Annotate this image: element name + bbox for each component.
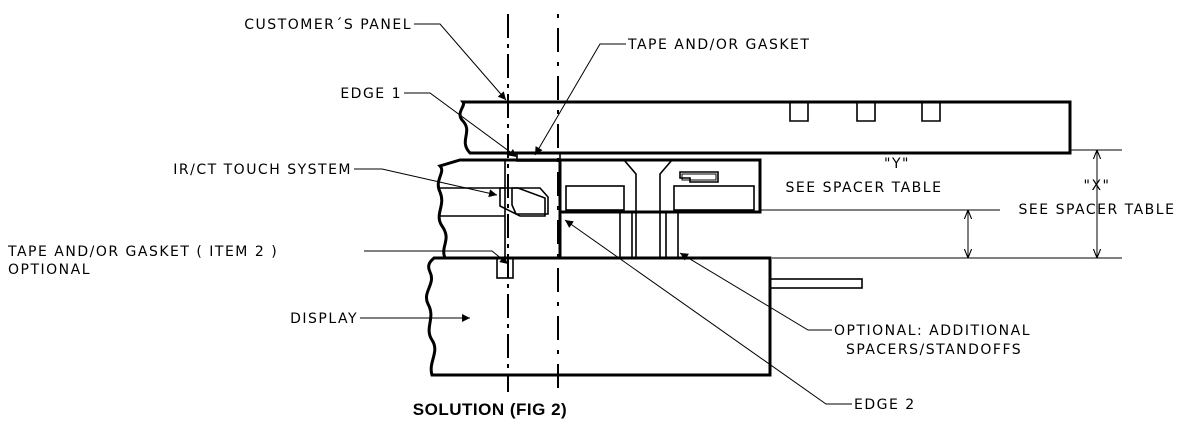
customers-panel — [458, 100, 1072, 155]
dimension-lines — [760, 149, 1122, 259]
y-see-spacer-table: SEE SPACER TABLE — [786, 180, 943, 196]
edge-2-label: EDGE 2 — [854, 397, 916, 413]
optional-spacers-label-1: OPTIONAL: ADDITIONAL — [834, 323, 1031, 339]
customers-panel-label: CUSTOMER´S PANEL — [244, 17, 412, 33]
optional-label: OPTIONAL — [8, 262, 91, 278]
touch-system-frame — [436, 152, 562, 279]
x-see-spacer-table: SEE SPACER TABLE — [1019, 202, 1176, 218]
display-label: DISPLAY — [290, 311, 358, 327]
spacer-assembly — [558, 158, 762, 259]
edge-1-label: EDGE 1 — [340, 86, 402, 102]
display-block — [425, 256, 863, 377]
y-dimension-label: "Y" — [884, 156, 910, 172]
tape-gasket-item2-label: TAPE AND/OR GASKET ( ITEM 2 ) — [7, 244, 278, 260]
ir-ct-touch-system-label: IR/CT TOUCH SYSTEM — [173, 162, 352, 178]
center-lines — [507, 14, 559, 392]
tape-gasket-label: TAPE AND/OR GASKET — [627, 37, 810, 53]
figure-caption: SOLUTION (FIG 2) — [413, 400, 567, 419]
x-dimension-label: "X" — [1084, 178, 1111, 194]
optional-spacers-label-2: SPACERS/STANDOFFS — [846, 342, 1022, 358]
leader-lines — [354, 23, 852, 405]
